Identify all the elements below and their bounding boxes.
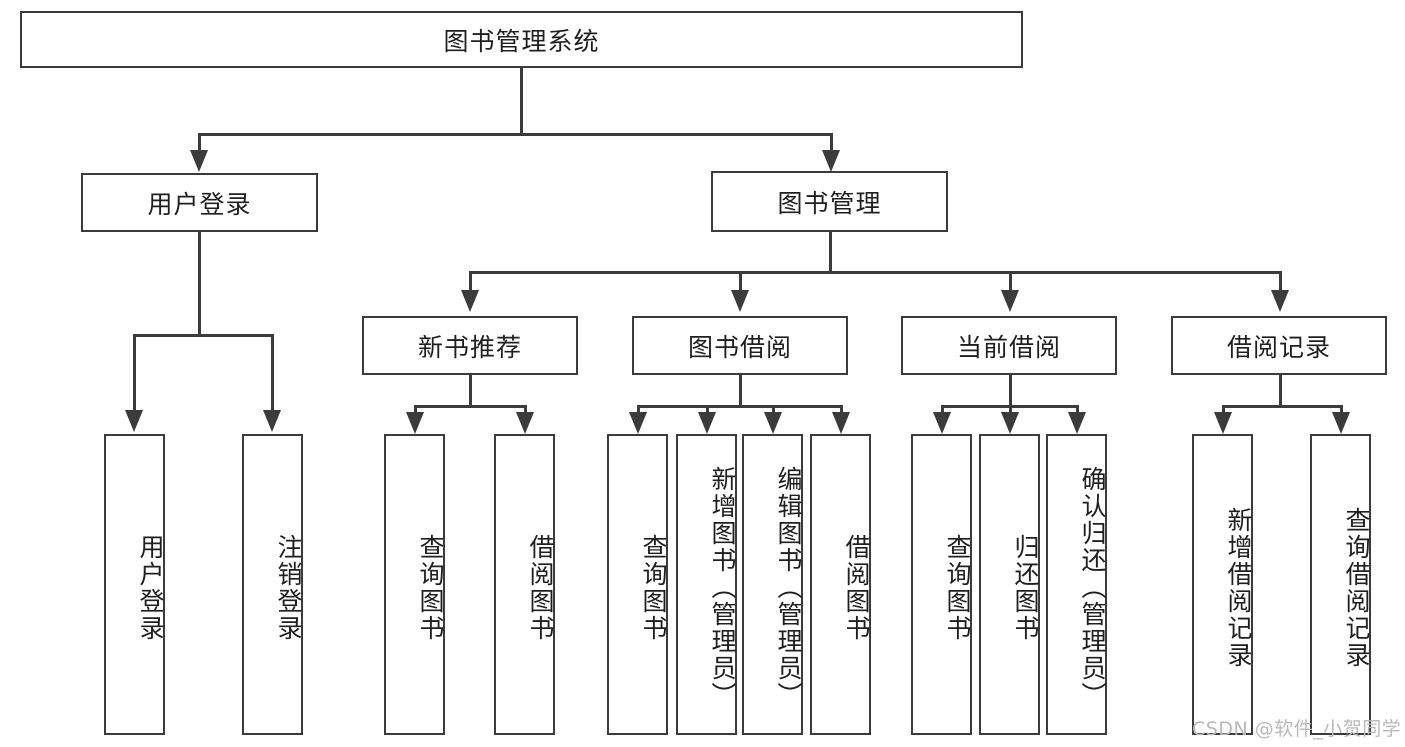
connector-borrow-record-bar	[1222, 405, 1342, 408]
connector-root-bar	[198, 133, 832, 136]
connector-user-login-bar	[133, 334, 273, 337]
connector-cb-drop-3	[1076, 405, 1079, 417]
connector-br-drop-1	[1222, 405, 1225, 417]
node-leaf-add-book[interactable]: 新增图书（管理员）	[676, 434, 737, 735]
node-leaf-add-record[interactable]: 新增借阅记录	[1192, 434, 1253, 735]
node-leaf-logout-login[interactable]: 注销登录	[242, 434, 303, 735]
node-label: 查询图书	[639, 533, 668, 642]
connector-bb-drop-2	[706, 405, 709, 417]
node-label: 借阅图书	[526, 533, 555, 642]
connector-user-login-right-drop	[271, 334, 274, 414]
node-label: 新增借阅记录	[1224, 506, 1253, 669]
node-leaf-confirm-return[interactable]: 确认归还（管理员）	[1046, 434, 1107, 735]
node-label: 查询图书	[416, 533, 445, 642]
arrowhead-leaf-query-book-3	[933, 412, 951, 434]
node-label: 归还图书	[1011, 533, 1040, 642]
node-leaf-borrow-book-2[interactable]: 借阅图书	[810, 434, 871, 735]
node-label: 借阅记录	[1226, 332, 1331, 362]
connector-to-new-book-recommend	[469, 271, 472, 293]
connector-nbr-drop-2	[524, 405, 527, 417]
connector-book-management-stem	[829, 232, 832, 273]
node-label: 编辑图书（管理员）	[774, 466, 803, 709]
node-label: 用户登录	[147, 189, 252, 219]
node-new-book-recommend[interactable]: 新书推荐	[362, 316, 578, 375]
arrowhead-leaf-add-book	[698, 412, 716, 434]
connector-bb-drop-1	[637, 405, 640, 417]
node-label: 图书借阅	[687, 332, 792, 362]
connector-bb-drop-4	[840, 405, 843, 417]
connector-cb-drop-1	[941, 405, 944, 417]
node-leaf-edit-book[interactable]: 编辑图书（管理员）	[742, 434, 803, 735]
arrowhead-to-current-borrow	[1001, 290, 1019, 312]
arrowhead-leaf-query-book-2	[629, 412, 647, 434]
node-label: 注销登录	[274, 533, 303, 642]
node-current-borrow[interactable]: 当前借阅	[901, 316, 1117, 375]
node-label: 借阅图书	[842, 533, 871, 642]
node-label: 用户登录	[136, 533, 165, 642]
node-leaf-query-record[interactable]: 查询借阅记录	[1310, 434, 1371, 735]
connector-bb-drop-3	[772, 405, 775, 417]
connector-current-borrow-stem	[1009, 375, 1012, 407]
node-borrow-record[interactable]: 借阅记录	[1171, 316, 1387, 375]
node-leaf-return-book[interactable]: 归还图书	[979, 434, 1040, 735]
node-label: 当前借阅	[956, 332, 1061, 362]
arrowhead-leaf-borrow-book-1	[516, 412, 534, 434]
arrowhead-leaf-confirm-return	[1068, 412, 1086, 434]
connector-borrow-record-stem	[1279, 375, 1282, 407]
connector-root-stem	[520, 68, 523, 135]
connector-book-borrow-bar	[637, 405, 842, 408]
arrowhead-to-book-borrow	[731, 290, 749, 312]
arrowhead-leaf-query-book-1	[406, 412, 424, 434]
connector-to-borrow-record	[1279, 271, 1282, 293]
connector-new-book-recommend-stem	[469, 375, 472, 407]
node-user-login[interactable]: 用户登录	[81, 173, 318, 232]
arrowhead-to-borrow-record	[1271, 290, 1289, 312]
node-label: 查询借阅记录	[1342, 506, 1371, 669]
arrowhead-leaf-query-record	[1332, 412, 1350, 434]
arrowhead-leaf-user-login	[125, 410, 143, 432]
arrowhead-leaf-add-record	[1214, 412, 1232, 434]
node-root-book-management-system[interactable]: 图书管理系统	[20, 11, 1023, 68]
arrowhead-to-book-management	[822, 150, 840, 172]
node-label: 确认归还（管理员）	[1078, 466, 1107, 709]
node-leaf-borrow-book-1[interactable]: 借阅图书	[494, 434, 555, 735]
connector-root-to-book-management	[830, 133, 833, 153]
arrowhead-leaf-return-book	[1001, 412, 1019, 434]
node-label: 图书管理	[777, 188, 882, 218]
node-book-management[interactable]: 图书管理	[711, 171, 948, 232]
node-label: 新增图书（管理员）	[708, 466, 737, 709]
node-label: 查询图书	[943, 533, 972, 642]
connector-to-current-borrow	[1009, 271, 1012, 293]
connector-root-to-user-login	[198, 133, 201, 153]
node-leaf-query-book-3[interactable]: 查询图书	[911, 434, 972, 735]
node-label: 图书管理系统	[443, 26, 600, 56]
node-label: 新书推荐	[417, 332, 522, 362]
arrowhead-leaf-edit-book	[764, 412, 782, 434]
arrowhead-leaf-logout-login	[263, 410, 281, 432]
connector-nbr-drop-1	[414, 405, 417, 417]
arrowhead-leaf-borrow-book-2	[832, 412, 850, 434]
csdn-watermark: CSDN @软件_小贺同学	[1192, 718, 1402, 740]
arrowhead-to-user-login	[190, 150, 208, 172]
connector-new-book-recommend-bar	[414, 405, 526, 408]
node-leaf-query-book-2[interactable]: 查询图书	[607, 434, 668, 735]
node-leaf-user-login[interactable]: 用户登录	[104, 434, 165, 735]
node-book-borrow[interactable]: 图书借阅	[632, 316, 848, 375]
connector-user-login-left-drop	[133, 334, 136, 414]
connector-user-login-stem	[198, 232, 201, 336]
connector-book-management-bar	[469, 271, 1280, 274]
connector-br-drop-2	[1340, 405, 1343, 417]
connector-cb-drop-2	[1009, 405, 1012, 417]
arrowhead-to-new-book-recommend	[461, 290, 479, 312]
connector-book-borrow-stem	[739, 375, 742, 407]
connector-to-book-borrow	[739, 271, 742, 293]
node-leaf-query-book-1[interactable]: 查询图书	[384, 434, 445, 735]
